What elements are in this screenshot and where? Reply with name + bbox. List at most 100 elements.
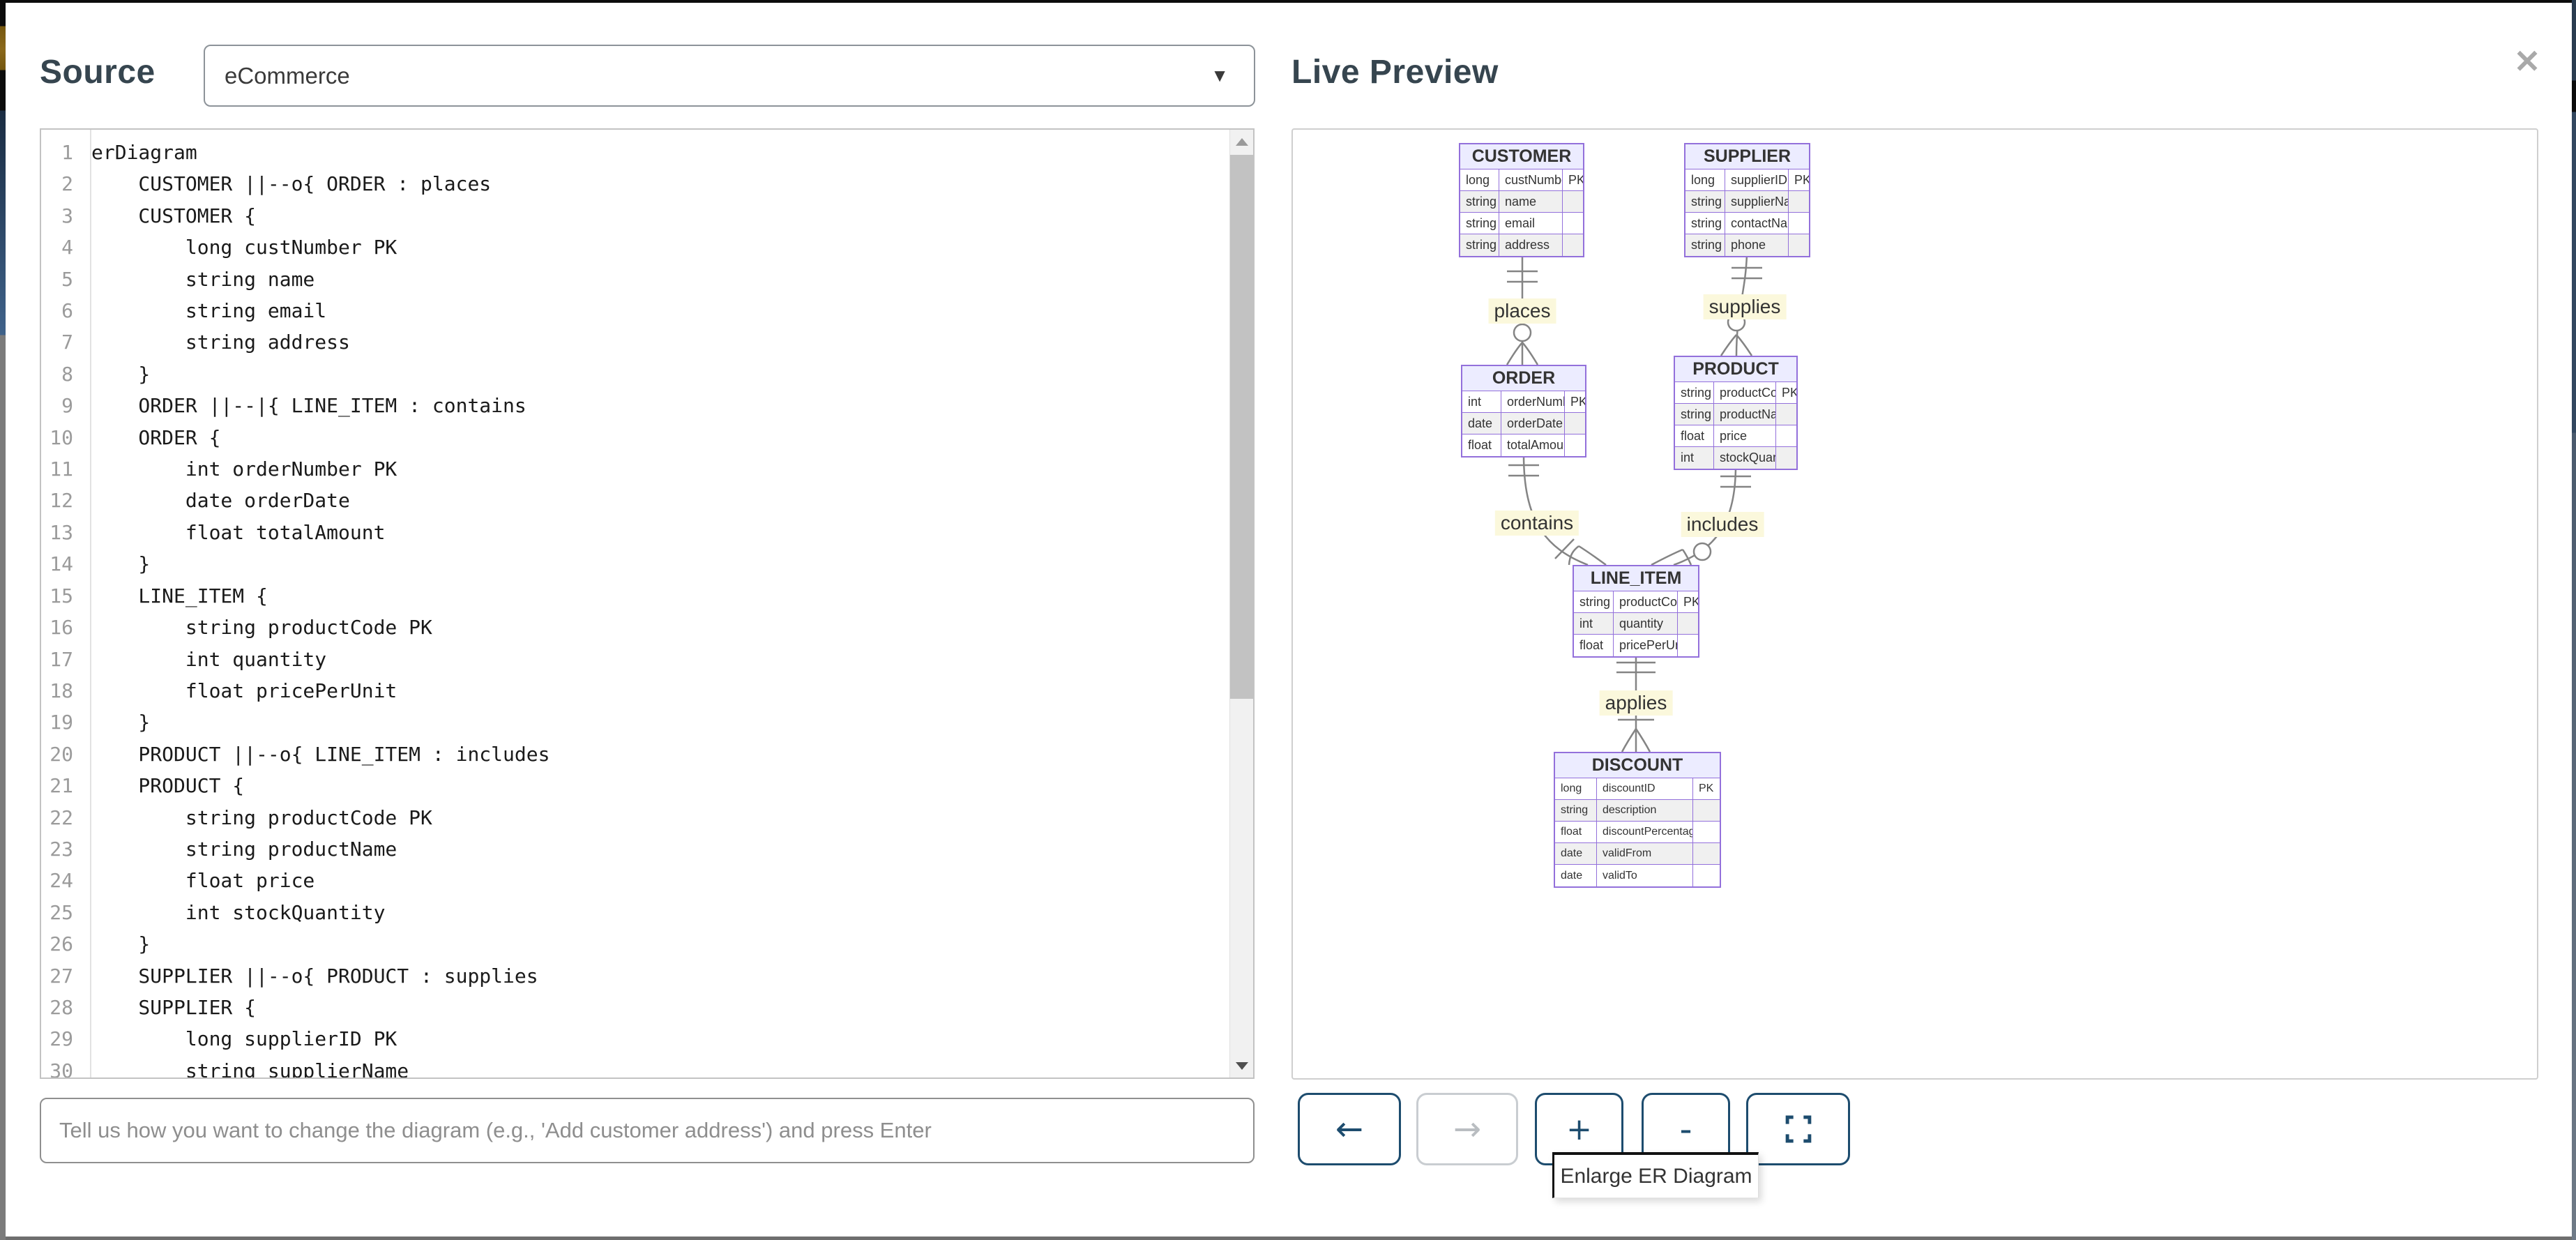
source-panel-title: Source [40, 54, 156, 91]
forward-button[interactable]: → [1416, 1093, 1518, 1165]
source-dropdown-value: eCommerce [225, 62, 350, 89]
relationship-contains [1508, 454, 1607, 566]
code-line: 5 string name [61, 267, 315, 291]
prompt-input[interactable] [40, 1098, 1255, 1163]
scrollbar-up-arrow-icon[interactable] [1230, 130, 1253, 153]
code-line: 23 string productName [50, 837, 397, 861]
code-line: 11 int orderNumber PK [50, 458, 397, 481]
fullscreen-brackets-icon [1785, 1115, 1811, 1143]
fullscreen-button[interactable] [1746, 1093, 1850, 1165]
code-line: 15 LINE_ITEM { [50, 584, 268, 607]
editor-scrollbar[interactable] [1229, 130, 1253, 1078]
relationship-label-contains: contains [1494, 511, 1579, 536]
code-line: 21 PRODUCT { [50, 774, 245, 798]
arrow-right-icon: → [1453, 1110, 1482, 1149]
code-line: 25 int stockQuantity [50, 900, 386, 924]
entity-attribute-row: stringcontactName [1685, 213, 1809, 234]
code-line: 8 } [61, 362, 151, 386]
er-relationship-lines [1506, 254, 1762, 753]
code-line: 12 date orderDate [50, 489, 350, 513]
er-diagram-canvas[interactable]: CUSTOMERlongcustNumberPKstringnamestring… [1291, 128, 2538, 1080]
code-line: 28 SUPPLIER { [50, 995, 257, 1019]
screen-edge-bottom [0, 1237, 2576, 1240]
entity-title: DISCOUNT [1555, 753, 1720, 778]
code-line: 26 } [50, 932, 151, 956]
close-icon[interactable]: ✕ [2513, 43, 2541, 80]
scrollbar-thumb[interactable] [1230, 155, 1253, 699]
entity-title: SUPPLIER [1685, 144, 1809, 169]
code-line: 10 ORDER { [50, 425, 221, 449]
code-line: 30 string supplierName [50, 1059, 409, 1079]
minus-icon: - [1679, 1109, 1692, 1149]
gutter-separator [90, 130, 91, 1078]
code-line: 17 int quantity [50, 647, 327, 671]
source-dropdown[interactable]: eCommerce ▼ [204, 45, 1255, 107]
relationship-label-includes: includes [1681, 512, 1764, 537]
relationship-label-supplies: supplies [1703, 294, 1787, 319]
tooltip-enlarge-er-diagram: Enlarge ER Diagram [1552, 1152, 1759, 1198]
relationship-label-applies: applies [1599, 690, 1673, 716]
code-line: 6 string email [61, 299, 327, 323]
live-preview-title: Live Preview [1291, 54, 1499, 91]
entity-order: ORDERintorderNumberPKdateorderDatefloatt… [1461, 365, 1586, 458]
entity-title: PRODUCT [1675, 357, 1796, 382]
code-line: 20 PRODUCT ||--o{ LINE_ITEM : includes [50, 742, 550, 766]
code-line: 14 } [50, 552, 151, 576]
code-line: 3 CUSTOMER { [61, 204, 257, 227]
entity-customer: CUSTOMERlongcustNumberPKstringnamestring… [1459, 143, 1584, 257]
code-line: 4 long custNumber PK [61, 236, 397, 259]
code-line: 9 ORDER ||--|{ LINE_ITEM : contains [61, 394, 526, 418]
code-line: 29 long supplierID PK [50, 1027, 397, 1051]
screen-edge-left [0, 0, 6, 1240]
code-line: 22 string productCode PK [50, 806, 432, 829]
code-line: 18 float pricePerUnit [50, 679, 397, 702]
arrow-left-icon: ← [1335, 1110, 1364, 1149]
scrollbar-down-arrow-icon[interactable] [1230, 1054, 1253, 1078]
entity-line_item: LINE_ITEMstringproductCodePKintquantityf… [1573, 565, 1699, 658]
code-line: 19 } [50, 711, 151, 734]
code-line: 27 SUPPLIER ||--o{ PRODUCT : supplies [50, 964, 538, 988]
code-line: 24 float price [50, 869, 315, 893]
entity-title: CUSTOMER [1460, 144, 1583, 169]
entity-supplier: SUPPLIERlongsupplierIDPKstringsupplierNa… [1684, 143, 1810, 257]
plus-icon: + [1566, 1111, 1592, 1147]
code-line: 2 CUSTOMER ||--o{ ORDER : places [61, 172, 492, 196]
entity-title: ORDER [1462, 366, 1585, 391]
back-button[interactable]: ← [1298, 1093, 1401, 1165]
entity-product: PRODUCTstringproductCodePKstringproductN… [1674, 356, 1798, 470]
chevron-down-icon: ▼ [1211, 65, 1229, 86]
screen-edge-top [0, 0, 2576, 3]
relationship-label-places: places [1488, 298, 1556, 324]
screen-edge-right [2572, 0, 2576, 1240]
code-line: 16 string productCode PK [50, 616, 432, 640]
code-line: 13 float totalAmount [50, 520, 386, 544]
entity-title: LINE_ITEM [1574, 566, 1698, 591]
